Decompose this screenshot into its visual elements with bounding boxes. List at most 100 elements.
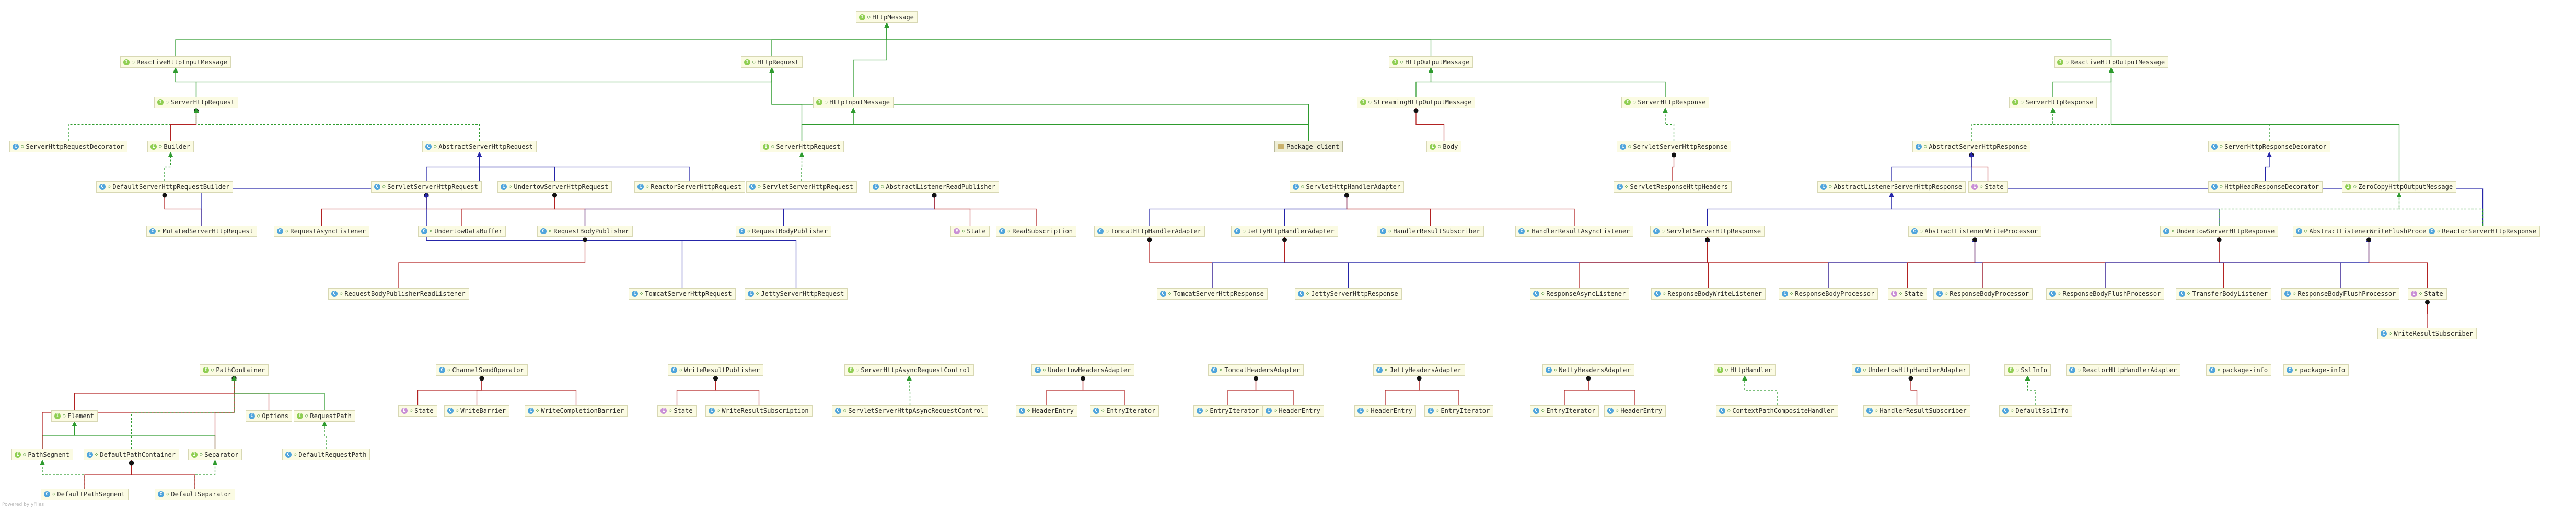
node-request-body-publisher-read-listener[interactable]: C◇RequestBodyPublisherReadListener: [328, 288, 469, 300]
node-undertow-server-http-response[interactable]: C◇UndertowServerHttpResponse: [2160, 226, 2279, 237]
node-abstract-listener-write-processor[interactable]: C○AbstractListenerWriteProcessor: [1908, 226, 2042, 237]
node-package-info2[interactable]: C◇package-info: [2283, 364, 2349, 376]
node-package-client[interactable]: Package client: [1274, 141, 1343, 152]
node-path-container[interactable]: I○PathContainer: [200, 364, 269, 376]
node-state-c[interactable]: E◇State: [1888, 288, 1927, 300]
node-abstract-listener-read-publisher[interactable]: C○AbstractListenerReadPublisher: [869, 181, 999, 193]
node-state-f[interactable]: E◇State: [657, 405, 697, 417]
node-mutated-server-http-request[interactable]: C◇MutatedServerHttpRequest: [146, 226, 257, 237]
node-write-result-subscription[interactable]: C◇WriteResultSubscription: [705, 405, 813, 417]
node-write-completion-barrier[interactable]: C◇WriteCompletionBarrier: [525, 405, 628, 417]
node-server-http-response-r[interactable]: I○ServerHttpResponse: [2009, 97, 2097, 108]
node-undertow-http-handler-adapter[interactable]: C○UndertowHttpHandlerAdapter: [1852, 364, 1970, 376]
node-zero-copy-http-output-message[interactable]: I○ZeroCopyHttpOutputMessage: [2342, 181, 2457, 193]
node-package-info1[interactable]: C◇package-info: [2206, 364, 2272, 376]
node-request-body-publisher1[interactable]: C◇RequestBodyPublisher: [537, 226, 633, 237]
node-response-body-processor2[interactable]: C◇ResponseBodyProcessor: [1933, 288, 2033, 300]
node-body[interactable]: I○Body: [1426, 141, 1462, 152]
node-state-e[interactable]: E◇State: [398, 405, 437, 417]
node-jetty-headers-adapter[interactable]: C◇JettyHeadersAdapter: [1373, 364, 1465, 376]
node-write-barrier[interactable]: C◇WriteBarrier: [444, 405, 510, 417]
node-element[interactable]: I○Element: [51, 410, 98, 422]
node-tomcat-server-http-response[interactable]: C◇TomcatServerHttpResponse: [1157, 288, 1268, 300]
node-abstract-listener-server-http-response[interactable]: C○AbstractListenerServerHttpResponse: [1817, 181, 1966, 193]
node-state-a[interactable]: E◇State: [1968, 181, 2008, 193]
node-response-body-flush-processor2[interactable]: C◇ResponseBodyFlushProcessor: [2281, 288, 2400, 300]
node-entry-iterator-c[interactable]: C◇EntryIterator: [1424, 405, 1494, 417]
node-netty-headers-adapter[interactable]: C◇NettyHeadersAdapter: [1542, 364, 1634, 376]
node-tomcat-headers-adapter[interactable]: C◇TomcatHeadersAdapter: [1208, 364, 1304, 376]
node-server-http-response[interactable]: I○ServerHttpResponse: [1621, 97, 1710, 108]
node-response-body-processor1[interactable]: C◇ResponseBodyProcessor: [1779, 288, 1878, 300]
node-separator[interactable]: I○Separator: [188, 449, 242, 460]
node-transfer-body-listener[interactable]: C◇TransferBodyListener: [2176, 288, 2271, 300]
node-undertow-data-buffer[interactable]: C◇UndertowDataBuffer: [418, 226, 506, 237]
node-channel-send-operator[interactable]: C◇ChannelSendOperator: [436, 364, 528, 376]
node-jetty-server-http-response[interactable]: C◇JettyServerHttpResponse: [1295, 288, 1402, 300]
node-http-message[interactable]: I○HttpMessage: [856, 11, 918, 23]
node-request-body-publisher2[interactable]: C◇RequestBodyPublisher: [736, 226, 831, 237]
node-ssl-info[interactable]: I○SslInfo: [2004, 364, 2051, 376]
node-state-d[interactable]: E◇State: [2408, 288, 2447, 300]
node-options[interactable]: C○Options: [246, 410, 292, 422]
node-tomcat-http-handler-adapter[interactable]: C○TomcatHttpHandlerAdapter: [1094, 226, 1205, 237]
node-read-subscription[interactable]: C◇ReadSubscription: [996, 226, 1077, 237]
node-jetty-http-handler-adapter[interactable]: C○JettyHttpHandlerAdapter: [1231, 226, 1338, 237]
node-context-path-composite-handler[interactable]: C○ContextPathCompositeHandler: [1716, 405, 1838, 417]
node-header-entry-b[interactable]: C◇HeaderEntry: [1262, 405, 1324, 417]
node-handler-result-async-listener[interactable]: C◇HandlerResultAsyncListener: [1515, 226, 1634, 237]
node-servlet-server-http-async-request-control-impl[interactable]: C○ServletServerHttpAsyncRequestControl: [832, 405, 988, 417]
node-default-request-path[interactable]: C◇DefaultRequestPath: [282, 449, 370, 460]
node-servlet-server-http-request-b[interactable]: C○ServletServerHttpRequest: [746, 181, 857, 193]
node-servlet-server-http-async-request-control[interactable]: I○ServerHttpAsyncRequestControl: [844, 364, 974, 376]
node-reactive-http-input-message[interactable]: I○ReactiveHttpInputMessage: [120, 56, 231, 68]
node-response-body-flush-processor1[interactable]: C◇ResponseBodyFlushProcessor: [2046, 288, 2165, 300]
node-write-result-subscriber1[interactable]: C◇WriteResultSubscriber: [2377, 328, 2477, 339]
node-default-path-container[interactable]: C◇DefaultPathContainer: [84, 449, 179, 460]
node-http-input-message[interactable]: I○HttpInputMessage: [813, 97, 894, 108]
node-entry-iterator-a[interactable]: C◇EntryIterator: [1090, 405, 1159, 417]
node-http-handler[interactable]: I○HttpHandler: [1714, 364, 1776, 376]
node-write-result-publisher[interactable]: C◇WriteResultPublisher: [668, 364, 763, 376]
node-undertow-server-http-request[interactable]: C◇UndertowServerHttpRequest: [497, 181, 612, 193]
node-http-output-message[interactable]: I○HttpOutputMessage: [1389, 56, 1473, 68]
node-reactor-server-http-response[interactable]: C◇ReactorServerHttpResponse: [2426, 226, 2540, 237]
node-header-entry-d[interactable]: C◇HeaderEntry: [1604, 405, 1666, 417]
node-header-entry-c[interactable]: C◇HeaderEntry: [1354, 405, 1416, 417]
node-tomcat-server-http-request[interactable]: C◇TomcatServerHttpRequest: [629, 288, 736, 300]
node-server-http-request-decorator[interactable]: C○ServerHttpRequestDecorator: [9, 141, 128, 152]
node-request-async-listener[interactable]: C◇RequestAsyncListener: [274, 226, 369, 237]
node-entry-iterator-b[interactable]: C◇EntryIterator: [1193, 405, 1263, 417]
node-handler-result-subscriber2[interactable]: C◇HandlerResultSubscriber: [1863, 405, 1970, 417]
node-servlet-server-http-response1[interactable]: C○ServletServerHttpResponse: [1617, 141, 1732, 152]
node-http-request[interactable]: I○HttpRequest: [741, 56, 803, 68]
node-streaming-http-output-message[interactable]: I○StreamingHttpOutputMessage: [1357, 97, 1476, 108]
node-default-separator[interactable]: C◇DefaultSeparator: [155, 489, 236, 500]
node-response-body-write-listener[interactable]: C◇ResponseBodyWriteListener: [1651, 288, 1766, 300]
node-builder[interactable]: I○Builder: [147, 141, 194, 152]
node-state-b[interactable]: E◇State: [950, 226, 990, 237]
node-http-head-response-decorator[interactable]: C○HttpHeadResponseDecorator: [2208, 181, 2323, 193]
node-servlet-server-http-headers[interactable]: C◇ServletResponseHttpHeaders: [1614, 181, 1732, 193]
node-servlet-server-http-request-a[interactable]: C○ServletServerHttpRequest: [371, 181, 482, 193]
node-default-server-http-request-builder[interactable]: C◇DefaultServerHttpRequestBuilder: [96, 181, 234, 193]
node-server-http-request[interactable]: I○ServerHttpRequest: [154, 97, 239, 108]
node-undertow-headers-adapter[interactable]: C◇UndertowHeadersAdapter: [1031, 364, 1135, 376]
node-abstract-server-http-request[interactable]: C○AbstractServerHttpRequest: [422, 141, 537, 152]
node-server-http-response-decorator[interactable]: C○ServerHttpResponseDecorator: [2208, 141, 2330, 152]
node-header-entry-a[interactable]: C◇HeaderEntry: [1016, 405, 1077, 417]
node-reactive-http-output-message[interactable]: I○ReactiveHttpOutputMessage: [2054, 56, 2169, 68]
node-jetty-server-http-request[interactable]: C◇JettyServerHttpRequest: [745, 288, 848, 300]
node-abstract-listener-write-flush-processor[interactable]: C○AbstractListenerWriteFlushProcessor: [2293, 226, 2445, 237]
node-path-segment[interactable]: I○PathSegment: [11, 449, 73, 460]
node-servlet-http-handler-adapter[interactable]: C○ServletHttpHandlerAdapter: [1290, 181, 1405, 193]
node-servlet-server-http-response2[interactable]: C○ServletServerHttpResponse: [1650, 226, 1765, 237]
node-default-path-segment[interactable]: C◇DefaultPathSegment: [41, 489, 129, 500]
node-reactor-http-handler-adapter[interactable]: C○ReactorHttpHandlerAdapter: [2066, 364, 2181, 376]
node-default-ssl-info[interactable]: C◇DefaultSslInfo: [1999, 405, 2072, 417]
node-handler-result-subscriber1[interactable]: C◇HandlerResultSubscriber: [1377, 226, 1484, 237]
node-entry-iterator-d[interactable]: C◇EntryIterator: [1530, 405, 1599, 417]
node-server-http-request-mid[interactable]: I○ServerHttpRequest: [760, 141, 844, 152]
node-reactor-server-http-request[interactable]: C◇ReactorServerHttpRequest: [634, 181, 745, 193]
node-response-async-listener[interactable]: C◇ResponseAsyncListener: [1530, 288, 1630, 300]
